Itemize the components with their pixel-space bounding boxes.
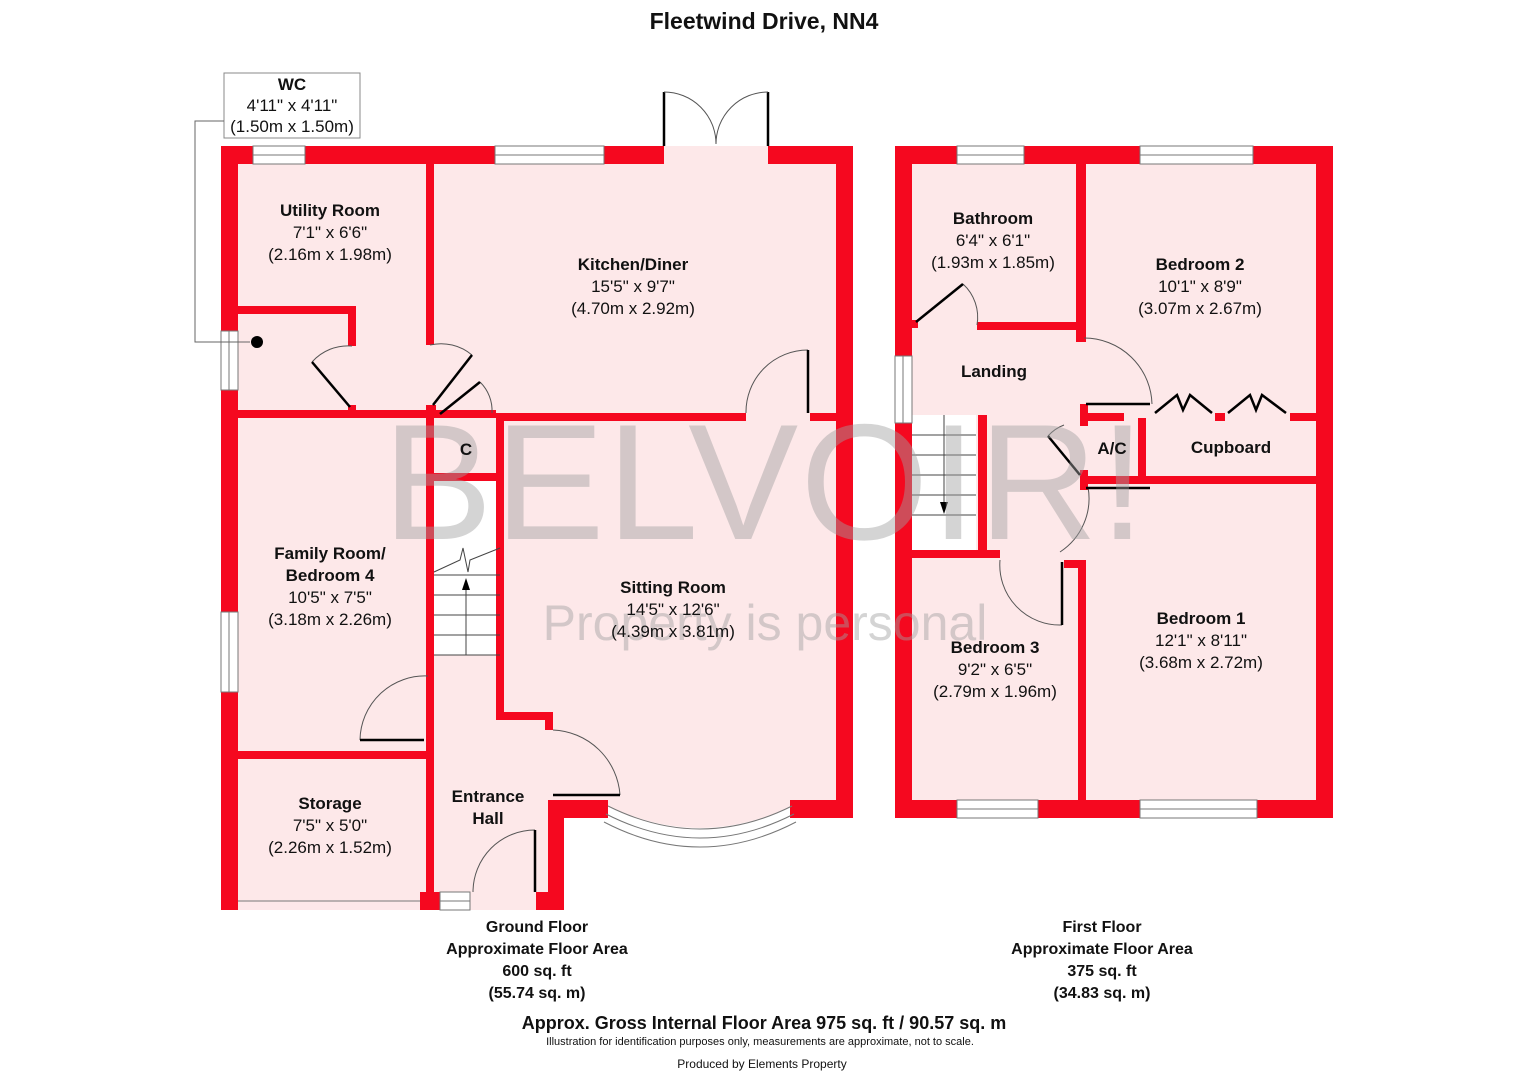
gross-floor-area: Approx. Gross Internal Floor Area 975 sq… <box>521 1013 1007 1033</box>
room-label-landing: Landing <box>960 362 1028 381</box>
room-label-cupboard: Cupboard <box>1190 438 1272 457</box>
page-title: Fleetwind Drive, NN4 <box>649 8 879 34</box>
ground-floor-plan <box>194 72 853 911</box>
room-label-bedroom-1: Bedroom 1 12'1" x 8'11" (3.68m x 2.72m) <box>1139 609 1263 672</box>
ground-floor-area: Ground Floor Approximate Floor Area 600 … <box>446 919 628 1002</box>
room-label-sitting-room: Sitting Room 14'5" x 12'6" (4.39m x 3.81… <box>611 578 735 641</box>
room-label-wc: WC 4'11" x 4'11" (1.50m x 1.50m) <box>230 75 354 136</box>
room-label-bedroom-2: Bedroom 2 10'1" x 8'9" (3.07m x 2.67m) <box>1138 255 1262 318</box>
watermark-tagline: Property is personal <box>542 595 988 651</box>
first-floor-area: First Floor Approximate Floor Area 375 s… <box>1011 919 1193 1002</box>
disclaimer: Illustration for identification purposes… <box>546 1036 974 1048</box>
watermark-brand: BELVOIR! <box>382 390 1148 574</box>
room-label-utility-room: Utility Room 7'1" x 6'6" (2.16m x 1.98m) <box>268 201 392 264</box>
room-label-airing-cupboard: A/C <box>1097 439 1127 458</box>
room-label-family-room: Family Room/ Bedroom 4 10'5" x 7'5" (3.1… <box>268 544 392 629</box>
stair-up-arrow-icon <box>462 578 470 590</box>
room-label-cupboard-c: C <box>459 440 473 459</box>
first-floor-plan <box>894 145 1333 819</box>
room-label-bathroom: Bathroom 6'4" x 6'1" (1.93m x 1.85m) <box>931 209 1055 272</box>
stair-down-arrow-icon <box>940 502 948 514</box>
room-label-storage: Storage 7'5" x 5'0" (2.26m x 1.52m) <box>268 794 392 857</box>
room-label-kitchen-diner: Kitchen/Diner 15'5" x 9'7" (4.70m x 2.92… <box>571 255 695 318</box>
wc-marker-icon <box>251 336 263 348</box>
room-label-bedroom-3: Bedroom 3 9'2" x 6'5" (2.79m x 1.96m) <box>933 638 1057 701</box>
producer-credit: Produced by Elements Property <box>677 1057 847 1071</box>
room-label-entrance-hall: Entrance Hall <box>451 787 525 828</box>
